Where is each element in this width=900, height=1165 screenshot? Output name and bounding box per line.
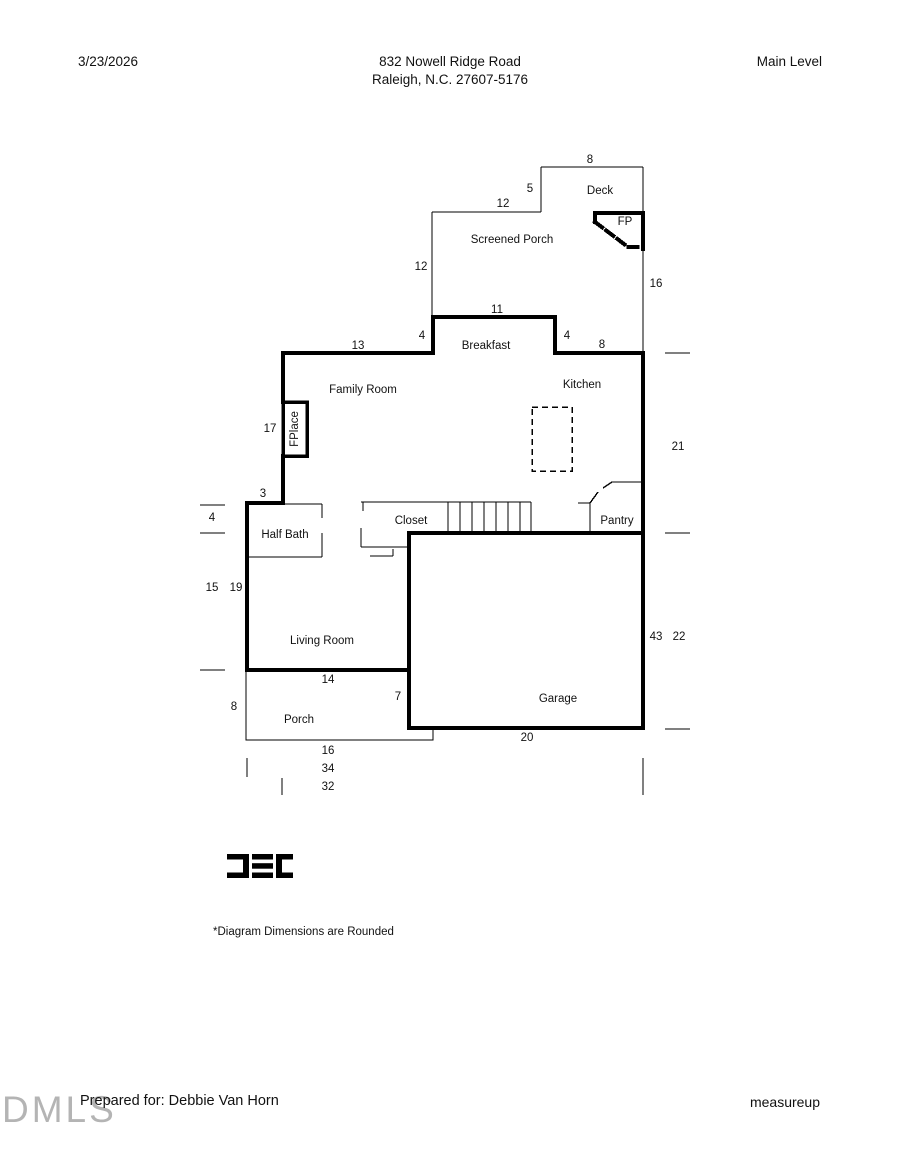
room-label-kitchen: Kitchen <box>562 379 602 391</box>
dmls-watermark: DMLS <box>2 1089 117 1130</box>
dim-left-lower-a: 15 <box>205 582 219 594</box>
dim-bottom-c: 32 <box>321 781 335 793</box>
room-label-deck: Deck <box>586 185 614 197</box>
report-date: 3/23/2026 <box>78 54 139 69</box>
room-label-closet: Closet <box>394 515 428 527</box>
dim-bottom-a: 16 <box>321 745 335 757</box>
dim-breakfast-left: 4 <box>418 330 426 342</box>
dim-family-room-top: 13 <box>351 340 365 352</box>
kitchen-island <box>531 406 573 472</box>
room-label-half-bath: Half Bath <box>261 529 309 541</box>
dim-left-lower-b: 19 <box>229 582 243 594</box>
dim-right-lower-a: 43 <box>649 631 663 643</box>
disclaimer-note: *Diagram Dimensions are Rounded <box>213 926 394 938</box>
measureup-logo-icon <box>227 854 293 878</box>
property-address: 832 Nowell Ridge Road Raleigh, N.C. 2760… <box>372 53 528 89</box>
room-label-breakfast: Breakfast <box>461 340 511 352</box>
dim-porch-left: 8 <box>230 701 238 713</box>
room-label-garage: Garage <box>538 693 578 705</box>
room-label-pantry: Pantry <box>600 515 634 527</box>
dim-entry-step: 3 <box>259 488 267 500</box>
dim-deck-width: 8 <box>586 154 594 166</box>
dim-right-lower-b: 22 <box>672 631 686 643</box>
room-label-fp: FP <box>617 216 633 228</box>
dim-living-bottom: 14 <box>321 674 335 686</box>
dim-kitchen-top: 8 <box>598 339 606 351</box>
room-label-living-room: Living Room <box>290 635 354 647</box>
address-line1: 832 Nowell Ridge Road <box>379 54 521 69</box>
dim-porch-right: 7 <box>394 691 402 703</box>
dim-garage-bottom: 20 <box>520 732 534 744</box>
dim-family-room-left: 17 <box>263 423 277 435</box>
dim-bottom-b: 34 <box>321 763 335 775</box>
family-room-fireplace <box>281 400 309 458</box>
prepared-for-text: Prepared for: Debbie Van Horn <box>80 1093 279 1109</box>
dim-breakfast-width: 11 <box>491 304 503 316</box>
room-label-fplace: FPlace <box>289 411 301 447</box>
dim-right-upper: 16 <box>649 278 663 290</box>
brand-text: measureup <box>749 1094 820 1110</box>
level-title: Main Level <box>756 54 822 69</box>
dim-deck-depth: 5 <box>526 183 534 195</box>
dim-screened-porch-top: 12 <box>496 198 510 210</box>
dim-breakfast-right: 4 <box>563 330 571 342</box>
dim-screened-porch-left: 12 <box>414 261 428 273</box>
dim-right-mid: 21 <box>671 441 685 453</box>
address-line2: Raleigh, N.C. 27607-5176 <box>371 72 529 87</box>
room-label-family-room: Family Room <box>329 384 397 396</box>
room-label-screened-porch: Screened Porch <box>470 234 554 246</box>
dim-left-small: 4 <box>208 512 216 524</box>
room-label-porch: Porch <box>283 714 315 726</box>
